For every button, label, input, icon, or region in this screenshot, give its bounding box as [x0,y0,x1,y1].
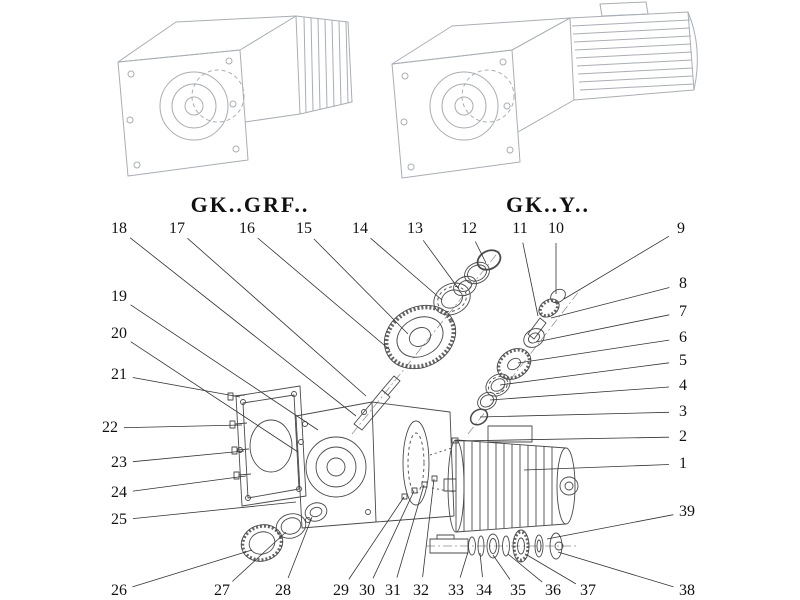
grf-front-face [117,49,249,177]
leader-line-5 [499,362,670,386]
y-front-face [391,49,521,179]
housing-fasteners [401,437,459,500]
leader-line-33 [459,551,469,578]
leader-line-27 [232,531,287,582]
leader-line-17 [187,238,367,397]
leader-line-25 [132,501,297,519]
leader-line-18 [129,237,357,417]
leader-line-6 [517,339,670,364]
leader-line-30 [372,490,415,579]
motor-terminal-box [487,425,533,443]
spacer-ring [477,391,497,411]
bearing-inner-race [453,275,477,297]
leader-line-14 [370,237,443,301]
leader-line-26 [132,549,253,588]
y-motor-terminal-box [599,1,649,17]
leader-line-3 [479,411,670,418]
shim-ring [464,261,490,285]
leader-line-11 [522,242,539,317]
output-washer [534,534,544,558]
main-helical-gear [383,304,457,370]
variant-label-grf: GK..GRF.. [190,192,310,217]
drawing-gk-grf [117,15,353,177]
leader-line-19 [130,304,319,431]
leader-line-24 [132,475,247,492]
input-pinion-assembly [469,288,566,426]
leader-line-34 [479,552,483,578]
motor-shaft-stub [443,478,457,492]
leader-line-12 [474,241,487,264]
pinion-shaft [527,317,547,340]
mounting-flange-plate [235,385,307,507]
leader-line-23 [132,450,245,463]
leader-line-39 [546,514,674,540]
leader-line-9 [563,235,670,300]
leader-line-16 [257,237,391,351]
grf-top-face [117,15,297,63]
leader-line-32 [422,478,435,578]
leader-line-20 [130,341,299,453]
leader-line-38 [557,551,674,588]
leader-line-13 [422,240,459,289]
output-bearing-rings [240,502,328,562]
leader-line-22 [123,424,243,429]
electric-motor [443,425,579,533]
pinion-gear [538,298,560,318]
shaft-key [436,534,455,540]
leader-line-28 [287,516,313,579]
leader-line-2 [454,436,670,442]
main-bearing [433,282,471,316]
seal-ring [469,408,489,426]
output-gear [512,529,530,563]
pinion-bearing [523,328,545,348]
leader-line-21 [132,377,241,398]
lower-bearing [485,373,511,397]
variant-label-y: GK..Y.. [505,192,591,217]
main-gear-assembly [353,249,502,431]
y-top-face [391,17,571,65]
ring-gear [240,524,284,562]
input-shaft [353,389,391,431]
o-ring [476,249,502,271]
output-bearing [486,533,500,559]
leader-line-37 [526,554,577,585]
leader-line-31 [396,484,425,578]
end-cap [549,532,564,560]
grf-input-adapter [244,15,353,123]
leader-lines [123,235,674,588]
drawing-gk-y [391,1,698,179]
exploded-assembly [227,249,581,563]
leader-line-1 [523,464,670,471]
leader-line-36 [507,553,543,583]
leader-line-15 [313,238,409,335]
oil-seal [275,513,307,539]
leader-line-7 [535,314,670,343]
leader-line-8 [550,287,670,319]
output-shaft-assembly [429,529,564,563]
leader-line-35 [492,554,511,580]
leader-line-29 [348,496,405,580]
y-motor [517,1,698,133]
leader-line-4 [489,386,670,401]
small-bearing [304,502,328,522]
assembly-guides [429,447,455,493]
